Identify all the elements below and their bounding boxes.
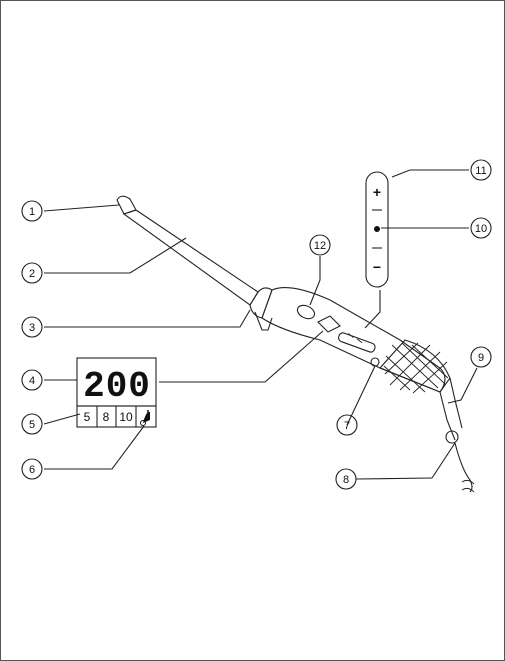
callout-markers: 1 2 3 4 5 6 7 8 <box>21 159 492 490</box>
callout-11: 11 <box>470 159 492 181</box>
level-indicator-dot <box>374 226 380 232</box>
cord-swivel <box>445 430 459 444</box>
control-strip: + − <box>365 171 389 288</box>
power-button[interactable] <box>370 357 380 367</box>
svg-text:10: 10 <box>475 223 487 235</box>
callout-1: 1 <box>21 200 43 222</box>
svg-text:5: 5 <box>29 419 35 431</box>
grip <box>379 339 451 393</box>
display-window <box>317 315 341 333</box>
svg-text:1: 1 <box>29 206 35 218</box>
callout-7: 7 <box>336 414 358 436</box>
timer-10: 10 <box>119 410 133 424</box>
svg-text:2: 2 <box>29 268 35 280</box>
callout-3: 3 <box>21 316 43 338</box>
callout-8: 8 <box>335 468 357 490</box>
svg-text:6: 6 <box>29 464 35 476</box>
callout-6: 6 <box>21 458 43 480</box>
cool-tip <box>116 195 137 215</box>
callout-10: 10 <box>470 217 492 239</box>
svg-text:11: 11 <box>475 165 486 177</box>
svg-text:8: 8 <box>343 474 349 486</box>
callout-2: 2 <box>21 262 43 284</box>
svg-text:7: 7 <box>344 420 350 432</box>
svg-text:9: 9 <box>478 352 484 364</box>
svg-text:4: 4 <box>29 375 35 387</box>
lcd-temperature: 200 <box>83 366 151 407</box>
stand <box>254 311 273 331</box>
callout-lines <box>43 169 478 480</box>
svg-text:12: 12 <box>314 240 326 252</box>
callout-5: 5 <box>21 413 43 435</box>
handle <box>261 287 446 393</box>
power-cord <box>454 442 473 493</box>
callout-12: 12 <box>309 234 331 256</box>
callout-4: 4 <box>21 369 43 391</box>
timer-8: 8 <box>103 410 110 424</box>
swivel-joint <box>439 391 456 441</box>
clamp-ring <box>249 287 273 319</box>
svg-text:3: 3 <box>29 322 35 334</box>
curler-body <box>116 195 475 493</box>
minus-symbol: − <box>373 259 381 275</box>
grip-pattern <box>383 342 449 394</box>
lcd-panel: 200 5 8 10 <box>76 357 157 428</box>
callout-9: 9 <box>470 346 492 368</box>
barrel <box>122 209 259 306</box>
bell-icon <box>140 410 150 426</box>
timer-5: 5 <box>84 410 91 424</box>
control-strip-outline <box>365 171 389 288</box>
handle-controls[interactable] <box>337 332 376 353</box>
rotate-button[interactable] <box>295 303 316 321</box>
plus-symbol: + <box>373 184 381 200</box>
